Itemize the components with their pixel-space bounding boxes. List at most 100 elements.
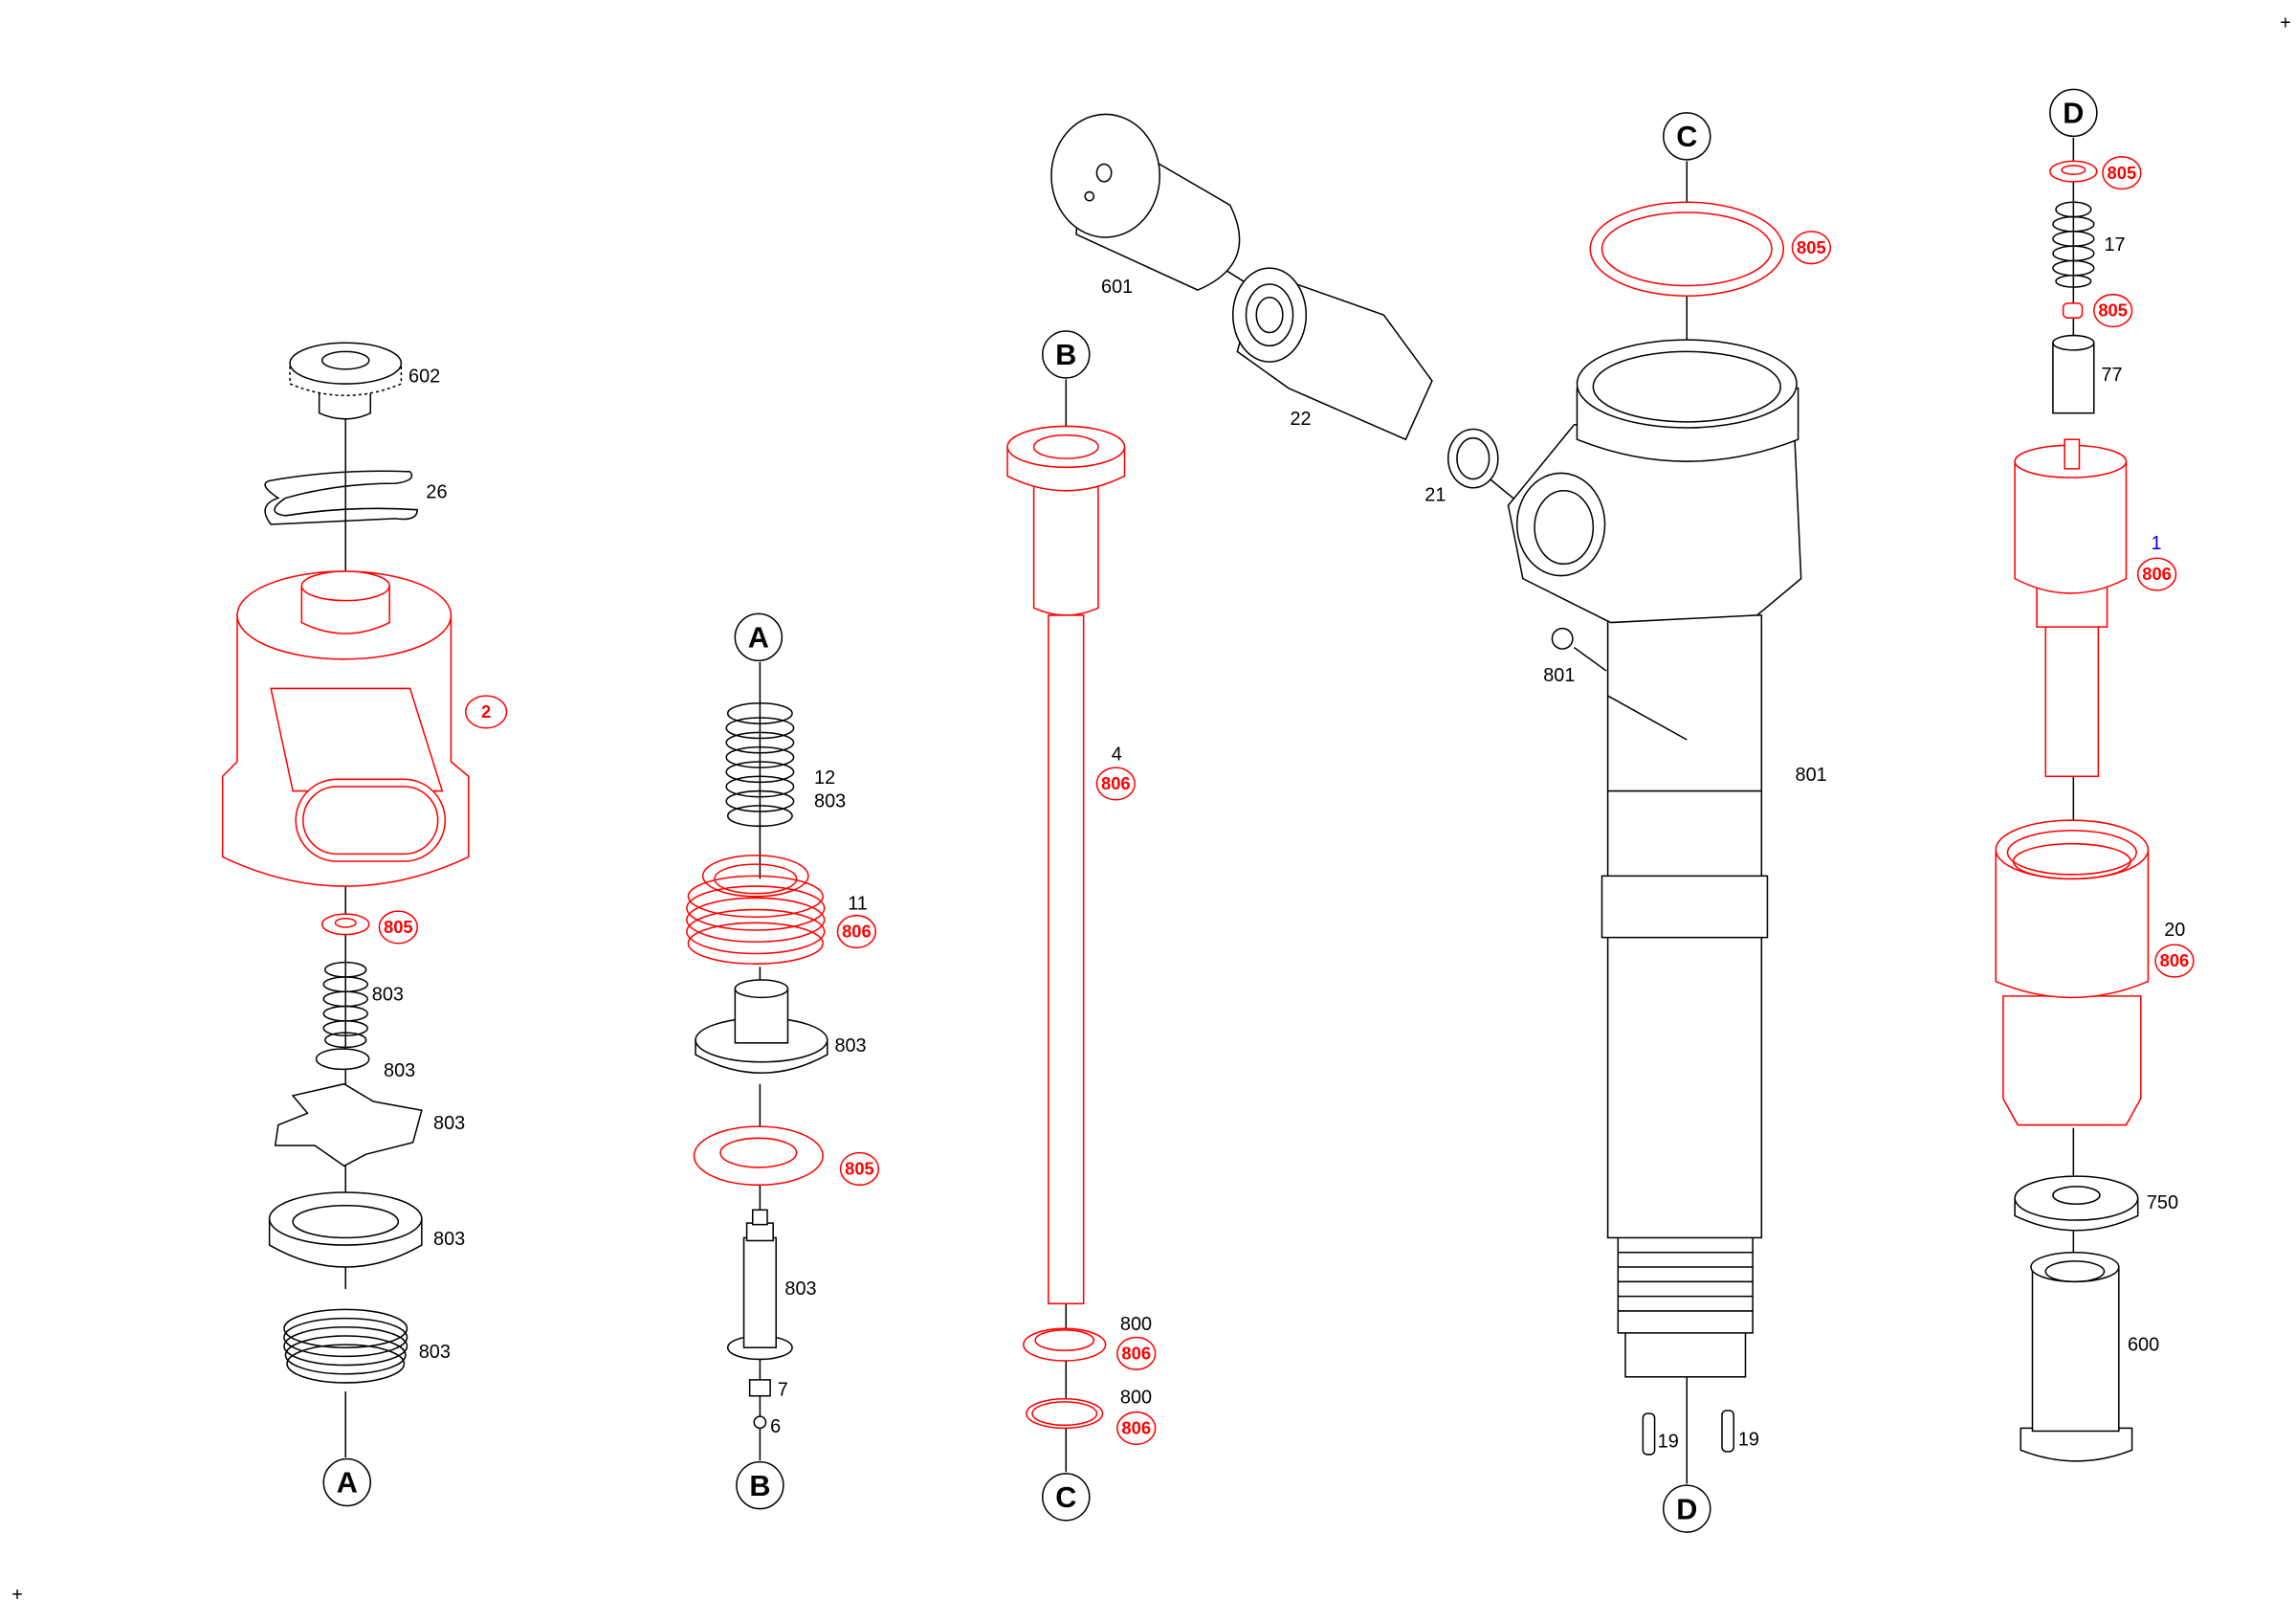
connector-circle-c (1042, 1473, 1091, 1522)
part-number-label: 6 (770, 1416, 781, 1437)
part-number-label: 803 (384, 1060, 415, 1081)
part-number-label: 803 (433, 1113, 465, 1134)
sealing-ring-805-body (1589, 201, 1785, 297)
red-callout-label: 805 (2108, 163, 2137, 183)
red-callout-label: 806 (2160, 950, 2190, 970)
connector-letter: B (749, 1470, 770, 1502)
connector-circle-a (322, 1457, 372, 1507)
red-callout-label: 805 (1797, 237, 1826, 257)
part-number-label: 601 (1101, 277, 1133, 298)
valve-plate-803 (695, 979, 828, 1074)
ring-800-a (1023, 1327, 1107, 1362)
star-plate-803 (274, 1082, 423, 1167)
washer-805-left (320, 913, 370, 936)
red-callout-label: 805 (845, 1159, 874, 1179)
part-number-label: 801 (1543, 665, 1575, 686)
red-callout-label: 806 (1101, 773, 1131, 793)
part-number-label: 803 (834, 1035, 866, 1056)
callout-circle (1095, 767, 1136, 801)
connector-circle-b (1042, 330, 1091, 379)
connector-letter: A (748, 622, 769, 655)
part-number-label: 803 (814, 790, 846, 812)
part-number-label: 803 (784, 1278, 816, 1300)
callout-circle (1791, 231, 1832, 265)
part-7 (748, 1379, 771, 1397)
part-number-label: 801 (1796, 765, 1827, 786)
part-number-label: 77 (2101, 365, 2122, 386)
washer-805-top (2049, 160, 2098, 183)
callout-circle (836, 914, 877, 949)
connector-letter: A (337, 1467, 358, 1500)
connector-letter: D (1676, 1493, 1697, 1525)
ring-21 (1447, 428, 1499, 489)
injector-body (1507, 339, 1802, 1456)
part-number-label: 19 (1738, 1430, 1759, 1451)
housing-2 (221, 570, 470, 887)
part-number-label: 600 (2128, 1334, 2159, 1355)
part-6 (753, 1415, 767, 1430)
spring-17 (2052, 201, 2095, 288)
connector-circle-d (2049, 88, 2098, 138)
spacer-77 (2052, 334, 2095, 414)
cap-601 (1050, 113, 1241, 291)
callout-circle (2154, 944, 2195, 978)
knurled-cap-602 (289, 342, 403, 420)
connector-circle-c (1663, 112, 1711, 161)
connector-circle-a (734, 612, 784, 662)
red-callout-label: 806 (842, 922, 872, 942)
spring-clip-26 (264, 470, 418, 525)
nozzle-nut-20 (1995, 819, 2150, 1126)
red-callout-label: 806 (1121, 1418, 1151, 1438)
thread-ring-803 (283, 1308, 408, 1384)
callout-circle (2136, 557, 2177, 591)
red-callout-label: 805 (384, 917, 413, 937)
pin-803 (726, 1209, 793, 1361)
callout-circle (2102, 156, 2142, 190)
part-number-label: 11 (848, 894, 868, 915)
corner-mark: + (11, 1585, 23, 1606)
connector-letter: C (1676, 121, 1697, 153)
red-callout-label: 805 (2098, 300, 2128, 321)
connector-letter: C (1055, 1481, 1076, 1514)
shim-805 (2062, 302, 2084, 319)
ring-plate-803 (268, 1191, 423, 1268)
part-number-label: 800 (1120, 1387, 1152, 1408)
axis-lines (344, 137, 2075, 1484)
part-number-label: 7 (778, 1380, 788, 1401)
corner-mark: + (2280, 13, 2291, 34)
red-callout-label: 806 (1121, 1343, 1151, 1363)
callout-circle (1116, 1411, 1157, 1445)
part-number-label: 750 (2147, 1192, 2178, 1213)
part-number-label: 19 (1658, 1431, 1679, 1452)
connector-letter: B (1055, 339, 1076, 371)
valve-4 (1006, 425, 1126, 1305)
part-number-label-blue: 1 (2151, 533, 2161, 554)
part-number-label: 12 (814, 767, 835, 789)
tool-600 (2020, 1251, 2133, 1462)
connector-circle-b (736, 1460, 784, 1510)
part-number-label: 602 (408, 367, 440, 388)
callout-circle (464, 695, 508, 729)
callout-circle (378, 910, 418, 945)
part-number-label: 22 (1290, 409, 1311, 430)
connector-letter: D (2063, 98, 2084, 130)
callout-circle (1116, 1336, 1157, 1370)
part-number-label: 803 (372, 984, 404, 1005)
fitting-22 (1232, 267, 1433, 441)
ring-800-b (1026, 1398, 1104, 1430)
washer-750 (2014, 1175, 2139, 1232)
threaded-ring-11 (686, 855, 826, 965)
part-number-label: 800 (1120, 1314, 1152, 1335)
red-callout-label: 806 (2142, 564, 2172, 584)
spring-12 (725, 701, 795, 828)
part-number-label: 20 (2164, 920, 2185, 941)
part-number-label: 803 (433, 1229, 465, 1250)
part-number-label: 21 (1424, 485, 1446, 506)
spring-803-left (322, 961, 368, 1049)
nozzle-1 (2014, 438, 2128, 778)
part-number-label: 26 (426, 481, 447, 502)
circlip-803 (315, 1048, 370, 1071)
part-number-label: 17 (2104, 234, 2125, 256)
